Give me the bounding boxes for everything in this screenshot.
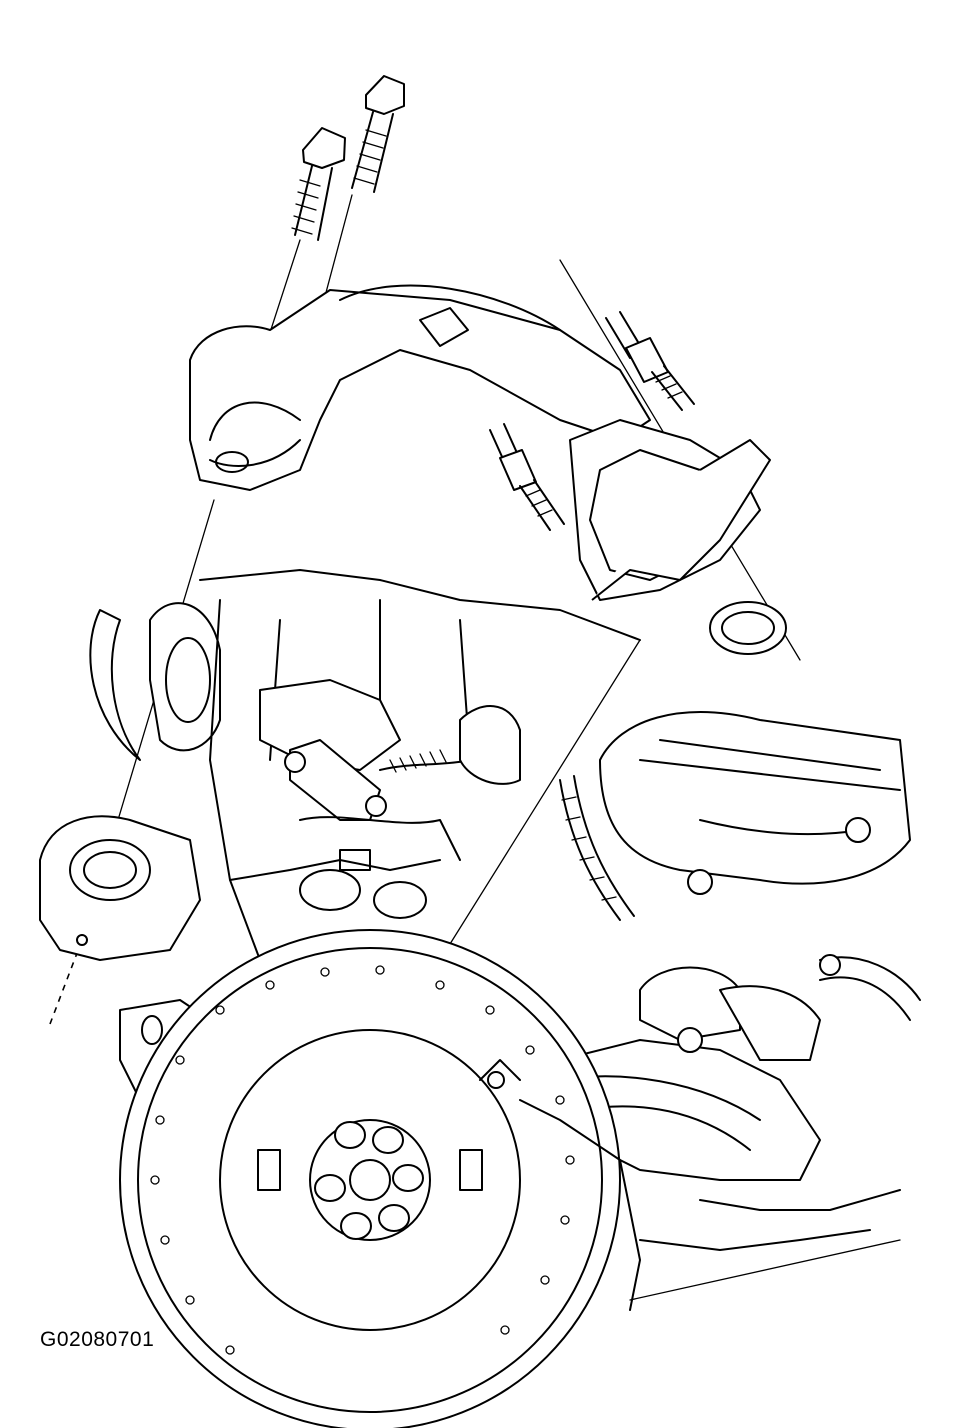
manifold-bolt-left <box>291 127 346 241</box>
flywheel <box>119 929 621 1428</box>
manifold-outlet-flange <box>569 419 787 655</box>
engine-block <box>119 569 641 1101</box>
wiring-harness <box>559 775 635 921</box>
exhaust-manifold-upper <box>189 284 651 491</box>
exhaust-manifold-lower <box>489 954 921 1301</box>
manifold-gasket-left <box>89 602 221 761</box>
valve-cover <box>599 711 911 895</box>
flywheel-perimeter-holes <box>150 965 575 1355</box>
flywheel-bolt-holes <box>314 1121 424 1240</box>
transmission-bellhousing <box>479 1059 641 1311</box>
manifold-stud-upper <box>605 311 695 411</box>
manifold-bolt-right <box>351 75 405 193</box>
figure-id-label: G02080701 <box>40 1328 155 1351</box>
exhaust-port-lower-left <box>39 815 201 961</box>
manifold-stud-lower <box>489 423 565 531</box>
